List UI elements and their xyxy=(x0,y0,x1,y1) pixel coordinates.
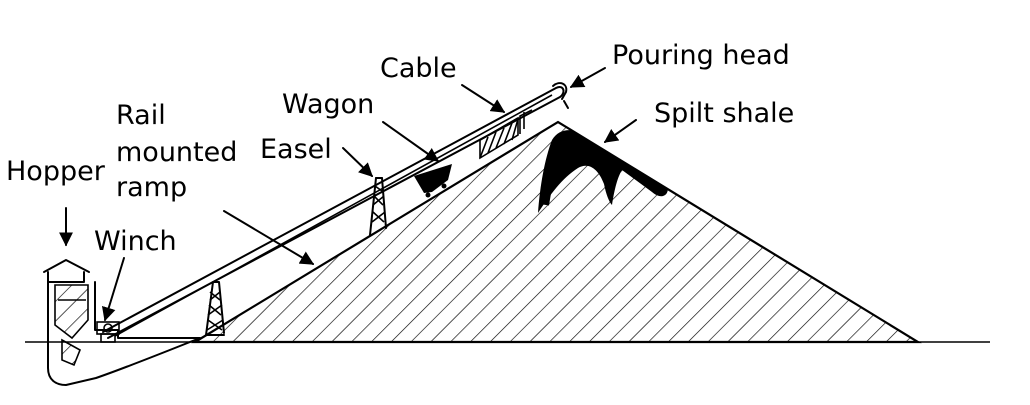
pouring-head-arrow xyxy=(569,67,606,88)
small-easel-tower xyxy=(205,281,225,336)
easel-arrow xyxy=(342,147,374,177)
cable-arrow xyxy=(461,84,506,113)
wagon-arrow xyxy=(382,121,440,162)
label-rail-line1: Rail xyxy=(116,100,166,131)
spilt-shale-arrow xyxy=(603,119,637,143)
label-pouring-head: Pouring head xyxy=(612,40,790,71)
label-rail-line3: ramp xyxy=(116,172,187,203)
wagon xyxy=(414,164,452,198)
label-easel: Easel xyxy=(260,134,332,165)
spoil-pile xyxy=(191,120,922,344)
pouring-head xyxy=(552,82,569,109)
hopper xyxy=(43,259,201,386)
label-cable: Cable xyxy=(380,53,457,84)
truss-structure xyxy=(479,109,533,160)
label-spilt-shale: Spilt shale xyxy=(654,98,794,129)
winch-arrow xyxy=(101,257,125,322)
spilt-shale-mass xyxy=(538,130,668,213)
rail-mounted-ramp-arrow xyxy=(223,210,315,265)
easel-tower xyxy=(369,177,387,236)
rail-mounted-ramp xyxy=(102,86,565,339)
label-hopper: Hopper xyxy=(6,156,106,187)
label-winch: Winch xyxy=(94,226,177,257)
winch xyxy=(96,321,120,343)
label-rail-line2: mounted xyxy=(116,137,237,168)
label-wagon: Wagon xyxy=(282,89,374,120)
